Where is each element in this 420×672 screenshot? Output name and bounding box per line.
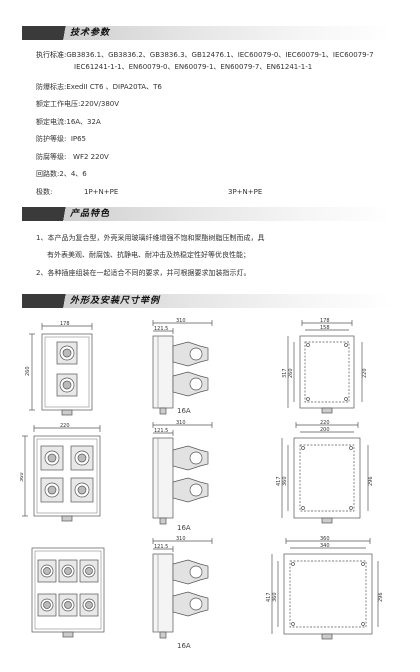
front-view-2 (22, 425, 101, 522)
feature-item-2: 2、各种插座组装在一起适合不同的要求，并可根据要求加装指示灯。 (36, 269, 251, 277)
caption-2: 16A (177, 524, 191, 532)
side-total-2: 310 (176, 420, 186, 426)
front-view-3 (31, 547, 105, 638)
caption-1: 16A (177, 407, 191, 415)
drawing-row-3: 310 121.5 360 340 417 360 296 (31, 536, 384, 640)
rear-outer-2: 220 (320, 420, 330, 426)
front-height-1: 260 (25, 366, 31, 376)
section-banner-tech: 技术参数 (22, 26, 392, 40)
rear-view-3 (271, 538, 379, 640)
spec-explosion: 防爆标志:ExedII CT6 、DIPA20TA、T6 (36, 83, 162, 91)
rear-inner-2: 200 (320, 427, 330, 433)
rear-view-1 (287, 320, 363, 414)
spec-current: 额定电流:16A、32A (36, 118, 101, 126)
front-width-2: 220 (60, 423, 70, 429)
caption-3: 16A (177, 642, 191, 650)
rear-height-outer-2: 417 (276, 476, 282, 486)
side-total-3: 310 (176, 536, 186, 542)
rear-height-inner-3: 360 (272, 592, 278, 602)
spec-ip: 防护等级: IP65 (36, 135, 87, 143)
side-depth-3: 121.5 (154, 544, 168, 550)
side-view-3 (152, 538, 213, 639)
side-depth-1: 121.5 (154, 326, 168, 332)
drawing-row-2: 220 360 310 121.5 220 200 417 360 296 (20, 420, 374, 525)
section-title-features: 产品特色 (70, 209, 111, 219)
section-title-dimensions: 外形及安装尺寸举例 (70, 296, 161, 306)
rear-height-inner-1: 260 (288, 368, 294, 378)
spec-poles-2: 3P+N+PE (228, 188, 263, 196)
spec-standard-continued: IEC61241-1-1、EN60079-0、EN60079-1、EN60079… (74, 63, 313, 71)
rear-height-outer-3: 417 (266, 592, 272, 602)
front-height-2: 360 (20, 472, 25, 482)
rear-right-2: 296 (368, 476, 374, 486)
side-view-1 (152, 320, 213, 415)
spec-corrosion: 防腐等级: WF2 220V (36, 153, 109, 161)
section-title-tech: 技术参数 (70, 28, 111, 38)
rear-outer-1: 178 (320, 318, 330, 324)
rear-view-2 (281, 422, 369, 524)
side-view-2 (152, 422, 213, 525)
rear-height-outer-1: 317 (282, 368, 288, 378)
rear-inner-3: 340 (320, 543, 330, 549)
drawing-row-1: 178 260 310 121.5 178 158 317 260 220 (25, 318, 368, 416)
section-banner-dimensions: 外形及安装尺寸举例 (22, 294, 392, 308)
section-banner-features: 产品特色 (22, 207, 392, 221)
spec-voltage: 额定工作电压:220V/380V (36, 100, 120, 108)
rear-right-3: 296 (378, 592, 384, 602)
front-width-1: 178 (60, 321, 70, 327)
feature-item-1: 1、本产品为复合型，外壳采用玻璃纤维增强不饱和聚酯树脂压制而成，具 (36, 234, 265, 242)
rear-height-inner-2: 360 (282, 476, 288, 486)
rear-right-1: 220 (362, 368, 368, 378)
front-view-1 (29, 323, 93, 416)
rear-outer-3: 360 (320, 536, 330, 542)
side-total-1: 310 (176, 318, 186, 324)
spec-poles-1: 1P+N+PE (84, 188, 119, 196)
feature-item-1-continued: 有外表美观、耐腐蚀、抗静电、耐冲击及热稳定性好等优良性能； (47, 251, 250, 259)
spec-circuits: 回路数:2、4、6 (36, 170, 87, 178)
spec-poles: 极数: (36, 188, 53, 196)
side-depth-2: 121.5 (154, 428, 168, 434)
rear-inner-1: 158 (320, 325, 330, 331)
spec-standard: 执行标准:GB3836.1、GB3836.2、GB3836.3、GB12476.… (36, 51, 374, 59)
